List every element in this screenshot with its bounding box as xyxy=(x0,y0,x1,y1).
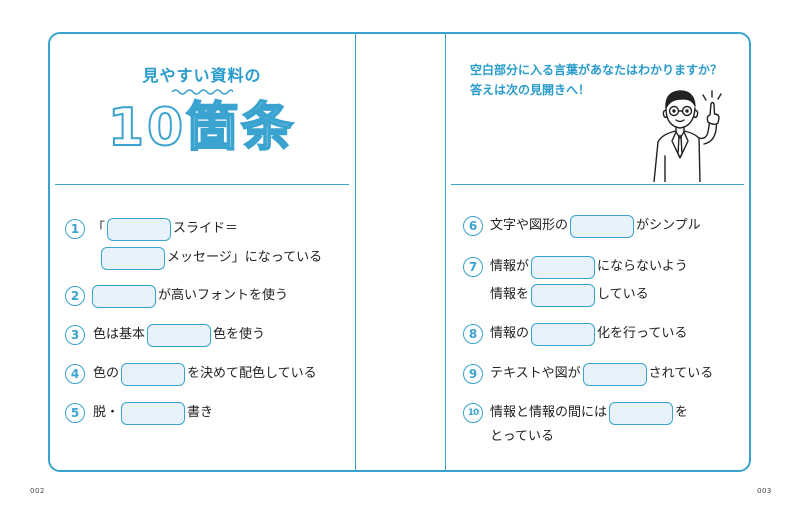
item-3: 色は基本 色を使う xyxy=(93,322,265,348)
item-number-3: 3 xyxy=(65,325,85,345)
quiz-prompt: 空白部分に入る言葉があなたはわかりますか？ 答えは次の見開きへ！ xyxy=(470,60,722,100)
item-10-line-2: とっている xyxy=(490,429,554,444)
big-title: 10箇条 xyxy=(107,97,297,159)
item-number-6: 6 xyxy=(463,216,483,236)
wave-ornament-icon xyxy=(171,89,233,95)
businessman-illustration-icon xyxy=(653,90,722,182)
blank-box[interactable] xyxy=(121,401,186,425)
item-1-line-2: メッセージ」になっている xyxy=(101,245,322,271)
blank-box[interactable] xyxy=(609,401,674,425)
item-number-2: 2 xyxy=(65,286,85,306)
item-number-5: 5 xyxy=(65,403,85,423)
item-number-10: 10 xyxy=(463,403,483,423)
item-5: 脱・ 書き xyxy=(93,400,213,426)
item-number-4: 4 xyxy=(65,364,85,384)
blank-box[interactable] xyxy=(107,217,172,241)
center-divider-left xyxy=(355,32,356,472)
page-number-right: 003 xyxy=(757,487,772,495)
blank-box[interactable] xyxy=(121,362,186,386)
item-number-7: 7 xyxy=(463,257,483,277)
item-number-8: 8 xyxy=(463,324,483,344)
page-number-left: 002 xyxy=(30,487,45,495)
item-7-line-2: 情報を している xyxy=(490,282,649,308)
blank-box[interactable] xyxy=(531,322,596,346)
page-frame xyxy=(48,32,751,472)
item-1-line-1: 「 スライド＝ xyxy=(92,216,238,242)
right-header-divider xyxy=(451,184,744,185)
left-header-divider xyxy=(55,184,349,185)
blank-box[interactable] xyxy=(570,214,635,238)
blank-box[interactable] xyxy=(582,362,647,386)
item-8: 情報の 化を行っている xyxy=(490,321,687,347)
item-number-9: 9 xyxy=(463,364,483,384)
blank-box[interactable] xyxy=(101,246,165,270)
item-7-line-1: 情報が にならないよう xyxy=(490,254,688,280)
blank-box[interactable] xyxy=(147,323,212,347)
item-9: テキストや図が されている xyxy=(490,361,713,387)
item-6: 文字や図形の がシンプル xyxy=(490,213,701,239)
quiz-line-1: 空白部分に入る言葉があなたはわかりますか？ xyxy=(470,63,723,77)
blank-box[interactable] xyxy=(531,283,596,307)
blank-box[interactable] xyxy=(92,284,156,308)
blank-box[interactable] xyxy=(531,255,596,279)
quiz-line-2: 答えは次の見開きへ！ xyxy=(470,83,591,97)
item-number-1: 1 xyxy=(65,219,85,239)
item-4: 色の を決めて配色している xyxy=(93,361,317,387)
left-heading: 見やすい資料の xyxy=(142,66,262,85)
center-divider-right xyxy=(445,32,446,472)
item-10-line-1: 情報と情報の間には を xyxy=(490,400,688,426)
item-2: が高いフォントを使う xyxy=(92,283,288,309)
